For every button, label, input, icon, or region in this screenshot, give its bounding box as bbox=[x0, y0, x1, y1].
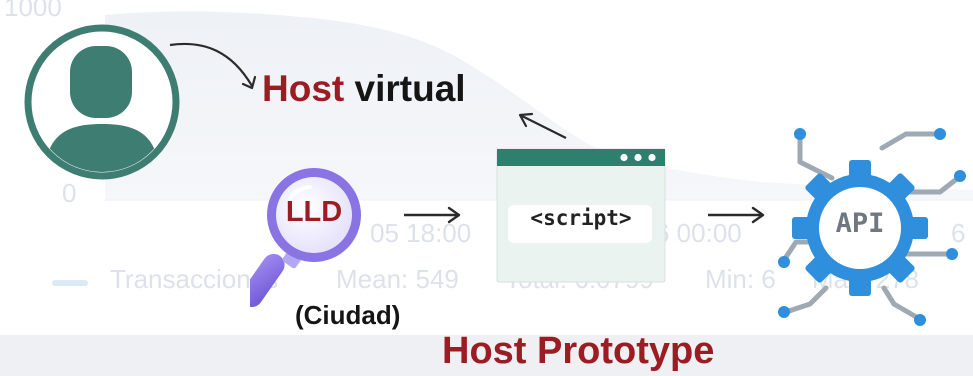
bg-legend-mean: Mean: 549 bbox=[336, 264, 459, 294]
api-gear-icon bbox=[778, 128, 966, 326]
bg-legend-swatch bbox=[52, 280, 88, 286]
browser-window-icon bbox=[496, 148, 666, 283]
background-chart-area bbox=[105, 11, 973, 200]
host-virtual-black: virtual bbox=[344, 68, 466, 109]
bg-xtick-2: 6 00:00 bbox=[655, 218, 742, 248]
bg-xtick-1: 05 18:00 bbox=[370, 218, 472, 248]
api-label: API bbox=[835, 208, 885, 239]
host-virtual-red: Host bbox=[262, 68, 345, 109]
script-label: <script> bbox=[530, 206, 632, 230]
ciudad-label: (Ciudad) bbox=[295, 300, 401, 330]
bg-xtick-3: 6 bbox=[951, 218, 966, 248]
arrow-script-to-host-virtual bbox=[518, 112, 567, 139]
arrow-script-to-api bbox=[708, 206, 765, 224]
bg-legend-min: Min: 6 bbox=[705, 264, 776, 294]
background-band bbox=[0, 335, 973, 376]
host-prototype-title: Host Prototype bbox=[442, 330, 715, 372]
user-avatar-icon bbox=[24, 24, 180, 180]
arrow-lld-to-script bbox=[404, 206, 461, 224]
bg-ytick-1000: 1000 bbox=[4, 0, 62, 22]
magnifier-icon bbox=[250, 168, 361, 308]
arrow-avatar-to-host-virtual bbox=[169, 42, 257, 90]
lld-label: LLD bbox=[285, 196, 343, 228]
bg-ytick-0: 0 bbox=[62, 178, 77, 208]
host-virtual-title: Host virtual bbox=[262, 68, 466, 110]
